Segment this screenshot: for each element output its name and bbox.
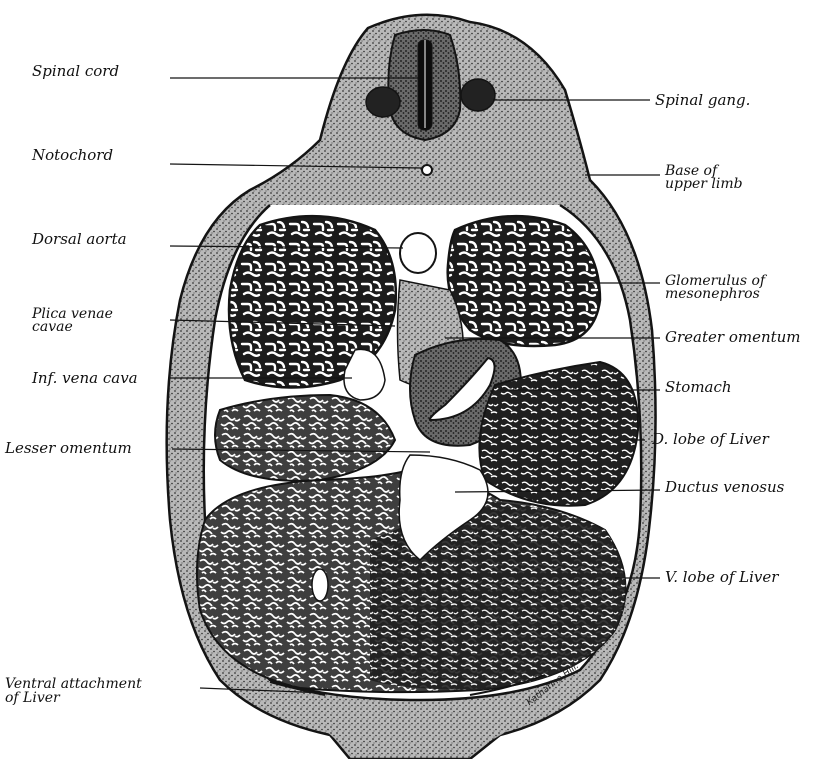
label-inf-vena-cava: Inf. vena cava — [32, 371, 138, 385]
spinal-ganglion-left — [366, 87, 400, 117]
notochord-dot — [422, 165, 432, 175]
dorsal-aorta-lumen — [400, 233, 436, 273]
label-v-lobe-of-liver: V. lobe of Liver — [665, 570, 778, 584]
label-spinal-cord: Spinal cord — [32, 64, 119, 78]
label-notochord: Notochord — [32, 148, 113, 162]
label-lesser-omentum: Lesser omentum — [5, 441, 132, 455]
label-spinal-gang: Spinal gang. — [655, 93, 750, 107]
label-ductus-venosus: Ductus venosus — [665, 480, 784, 494]
label-base-of-upper-limb-2: upper limb — [665, 178, 743, 190]
liver-dorsal-lobe-right — [479, 362, 638, 506]
label-ventral-attachment-1: Ventral attachment — [5, 678, 142, 690]
label-glomerulus-2: mesonephros — [665, 288, 760, 300]
spinal-ganglion-right — [461, 79, 495, 111]
label-dorsal-aorta: Dorsal aorta — [32, 232, 127, 246]
label-greater-omentum: Greater omentum — [665, 330, 801, 344]
label-plica-venae-cavae-2: cavae — [32, 321, 73, 333]
label-d-lobe-of-liver: D. lobe of Liver — [652, 432, 769, 446]
label-stomach: Stomach — [665, 380, 732, 394]
liver-vessel — [312, 569, 328, 601]
mesonephros-right — [448, 216, 600, 346]
label-ventral-attachment-2: of Liver — [5, 692, 60, 704]
